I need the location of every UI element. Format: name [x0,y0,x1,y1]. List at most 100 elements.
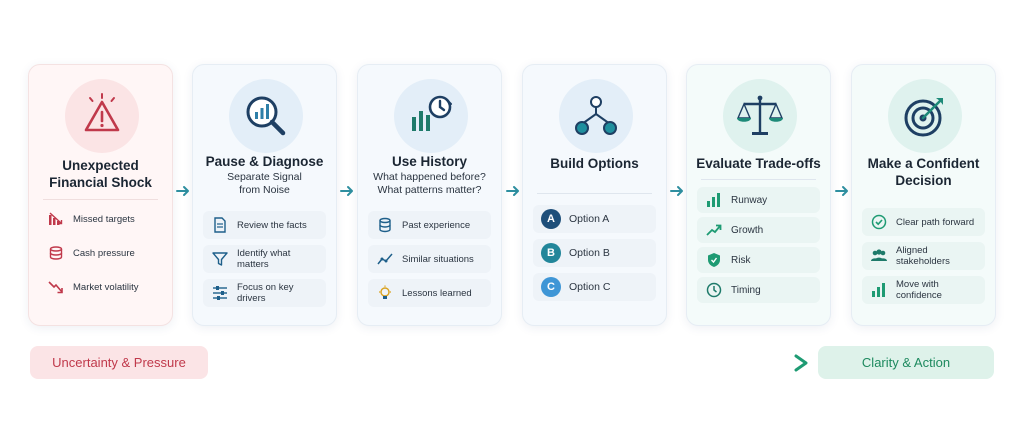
item-list: Review the facts Identify what matters F… [203,211,326,313]
step-card-tradeoffs: Evaluate Trade-offs Runway Growth Risk T… [686,64,831,326]
item-label: Move with confidence [896,279,942,301]
step-subtitle: Separate Signal from Noise [227,171,302,196]
option-list: A Option A B Option B C Option C [533,205,656,307]
step-title: Make a Confident Decision [867,156,980,188]
warning-icon-badge [65,79,139,153]
list-item: Growth [697,217,820,243]
divider [701,179,816,180]
option-badge-c: C [541,277,561,297]
item-label: Past experience [402,219,471,231]
history-chart-icon [412,95,452,131]
item-list: Runway Growth Risk Timing [697,187,820,307]
chevron-right-icon [835,186,848,196]
list-item: Identify what matters [203,245,326,273]
item-list: Past experience Similar situations Lesso… [368,211,491,313]
branching-badge [559,79,633,153]
option-label: Option C [569,280,611,293]
clarity-pill: Clarity & Action [818,346,994,379]
item-list: Missed targets Cash pressure Market vola… [39,205,162,307]
bar-chart-icon [870,281,888,299]
list-item: Risk [697,247,820,273]
item-label: Focus on key drivers [237,282,294,304]
document-icon [211,216,229,234]
item-label: Missed targets [73,213,135,225]
list-item: Clear path forward [862,208,985,236]
database-icon [376,216,394,234]
scale-badge [723,79,797,153]
bar-chart-icon [705,191,723,209]
option-badge-a: A [541,209,561,229]
divider [537,193,652,194]
declining-chart-icon [47,210,65,228]
chevron-right-icon [340,186,353,196]
item-list: Clear path forward Aligned stakeholders … [862,208,985,310]
list-item: Aligned stakeholders [862,242,985,270]
people-icon [870,247,888,265]
step-subtitle: What happened before? What patterns matt… [373,171,486,196]
item-label: Identify what matters [237,248,291,270]
list-item: Market volatility [39,273,162,301]
step-card-shock: Unexpected Financial Shock Missed target… [28,64,173,326]
option-item: B Option B [533,239,656,267]
item-label: Lessons learned [402,287,472,299]
list-item: Runway [697,187,820,213]
item-label: Similar situations [402,253,474,265]
step-title: Evaluate Trade-offs [696,156,821,171]
item-label: Market volatility [73,281,139,293]
check-circle-icon [870,213,888,231]
list-item: Lessons learned [368,279,491,307]
list-item: Review the facts [203,211,326,239]
clock-icon [705,281,723,299]
item-label: Growth [731,224,764,236]
step-title: Unexpected Financial Shock [49,158,152,190]
chevron-right-icon [176,186,189,196]
magnifier-badge [229,79,303,153]
option-label: Option B [569,246,610,259]
balance-scale-icon [736,95,784,135]
history-badge [394,79,468,153]
sliders-icon [211,284,229,302]
option-label: Option A [569,212,610,225]
filter-icon [211,250,229,268]
target-icon [904,98,943,137]
progress-arrow [216,354,808,372]
item-label: Timing [731,284,761,296]
step-title: Build Options [550,156,639,171]
uncertainty-pill: Uncertainty & Pressure [30,346,208,379]
list-item: Past experience [368,211,491,239]
list-item: Move with confidence [862,276,985,304]
item-label: Runway [731,194,768,206]
divider [43,199,158,200]
step-card-decision: Make a Confident Decision Clear path for… [851,64,996,326]
chevron-right-icon [670,186,683,196]
magnifier-chart-icon [246,96,286,136]
target-badge [888,79,962,153]
option-item: A Option A [533,205,656,233]
list-item: Missed targets [39,205,162,233]
item-label: Cash pressure [73,247,135,259]
step-title: Pause & Diagnose [205,154,324,169]
step-title: Use History [391,154,468,169]
item-label: Risk [731,254,751,266]
lightbulb-icon [376,284,394,302]
list-item: Focus on key drivers [203,279,326,307]
chevron-right-icon [506,186,519,196]
step-card-options: Build Options A Option A B Option B C Op… [522,64,667,326]
step-card-history: Use History What happened before? What p… [357,64,502,326]
option-badge-b: B [541,243,561,263]
warning-icon [84,93,120,132]
list-item: Similar situations [368,245,491,273]
coins-icon [47,244,65,262]
branching-nodes-icon [575,96,617,135]
list-item: Timing [697,277,820,303]
step-card-diagnose: Pause & Diagnose Separate Signal from No… [192,64,337,326]
downtrend-arrow-icon [47,278,65,296]
item-label: Aligned stakeholders [896,245,950,267]
trend-line-icon [376,250,394,268]
shield-icon [705,251,723,269]
list-item: Cash pressure [39,239,162,267]
item-label: Review the facts [237,219,307,231]
growth-arrow-icon [705,221,723,239]
item-label: Clear path forward [896,216,975,228]
option-item: C Option C [533,273,656,301]
